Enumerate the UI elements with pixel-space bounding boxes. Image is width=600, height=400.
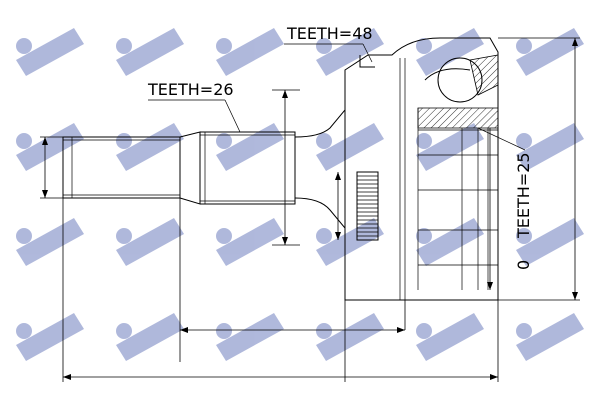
watermark-logo: [116, 218, 184, 266]
watermark-logo: [516, 123, 584, 171]
abs-ring: [357, 171, 378, 237]
teeth-outer-label: TEETH=48: [286, 24, 373, 43]
watermark-layer: [16, 28, 584, 361]
hatched-section: [417, 107, 499, 129]
watermark-logo: [516, 28, 584, 76]
splined-shaft: [200, 131, 296, 205]
watermark-logo: [416, 28, 484, 76]
watermark-logo: [316, 28, 384, 76]
watermark-logo: [416, 313, 484, 361]
watermark-logo: [116, 28, 184, 76]
watermark-logo: [216, 123, 284, 171]
watermark-logo: [516, 218, 584, 266]
watermark-logo: [416, 218, 484, 266]
watermark-logo: [116, 123, 184, 171]
watermark-logo: [316, 313, 384, 361]
watermark-logo: [216, 313, 284, 361]
bell-housing: [344, 37, 499, 301]
watermark-logo: [316, 218, 384, 266]
watermark-logo: [216, 218, 284, 266]
abs-ring-marker-label: 0: [514, 260, 533, 270]
watermark-logo: [516, 313, 584, 361]
joint-outline: [62, 37, 499, 301]
watermark-logo: [216, 28, 284, 76]
watermark-logo: [16, 313, 84, 361]
leader-lines: [148, 43, 526, 151]
teeth-shaft-label: TEETH=26: [147, 80, 234, 99]
watermark-logo: [16, 28, 84, 76]
watermark-logo: [16, 123, 84, 171]
watermark-logo: [416, 123, 484, 171]
watermark-logo: [16, 218, 84, 266]
watermark-logo: [316, 123, 384, 171]
teeth-inner-label: TEETH=25: [514, 152, 533, 239]
watermark-logo: [116, 313, 184, 361]
dimension-lines: [40, 37, 580, 382]
